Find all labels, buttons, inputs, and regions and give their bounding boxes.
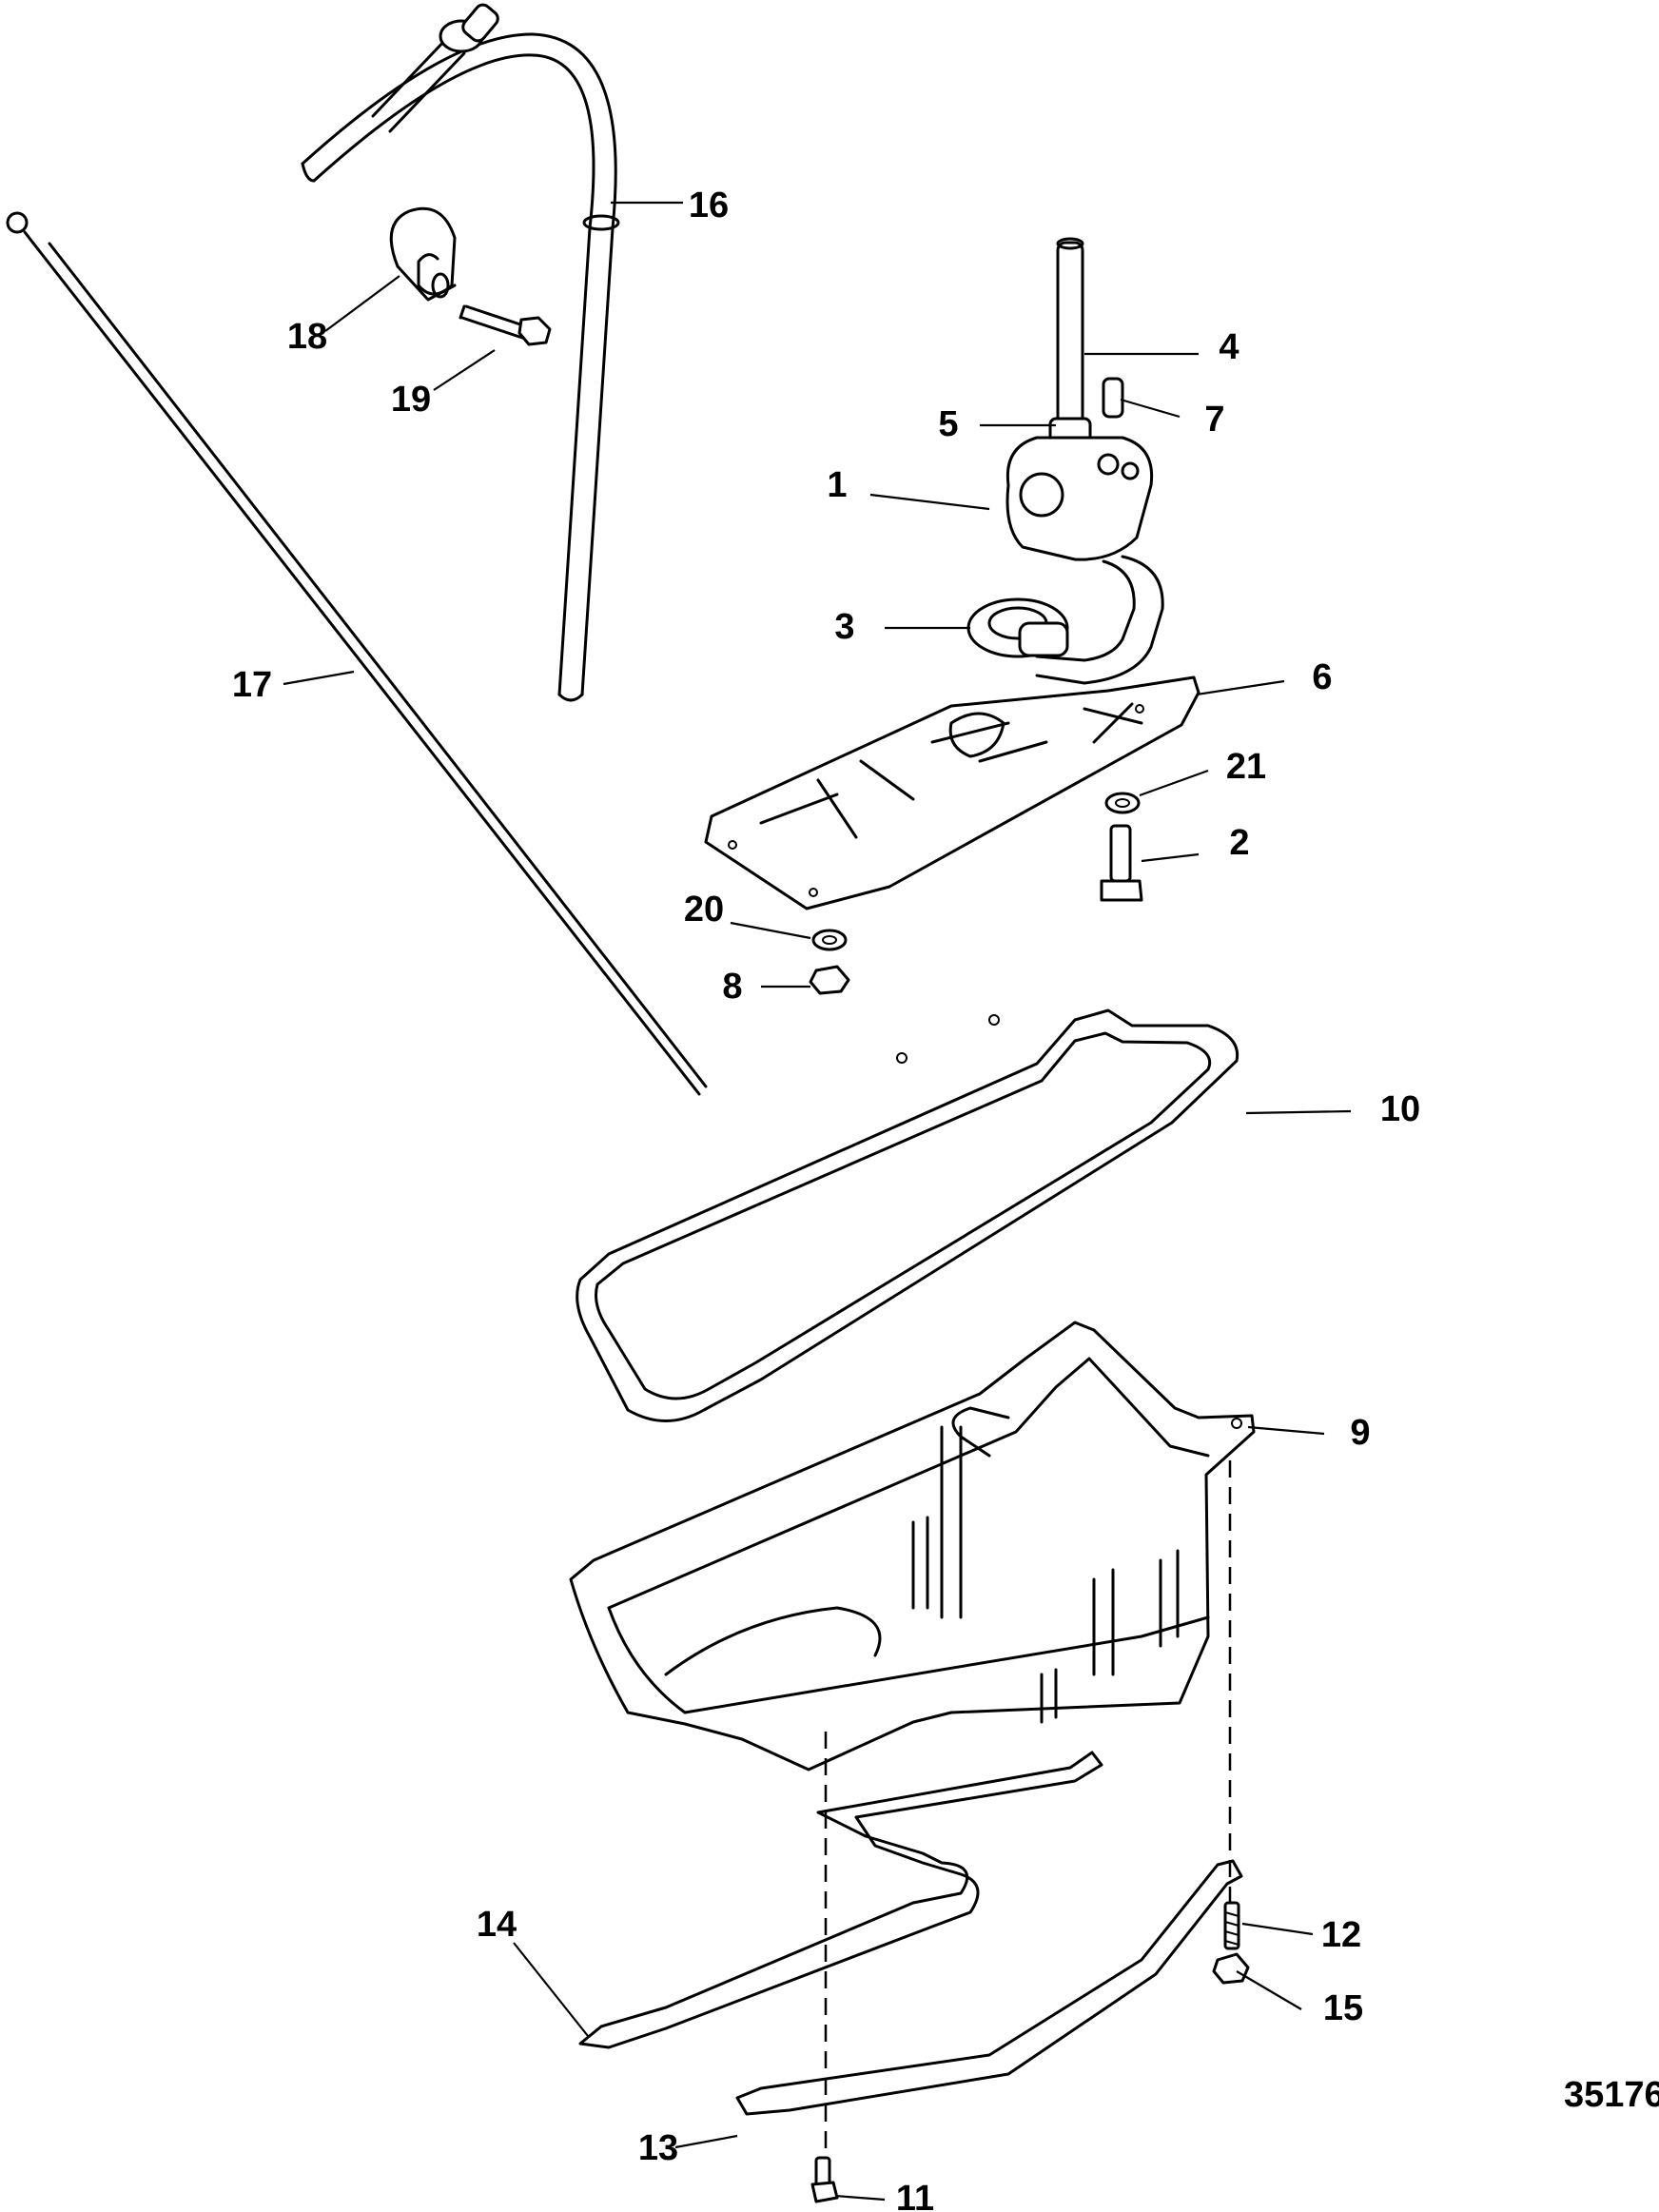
small-fasteners bbox=[809, 792, 1143, 995]
callout-17: 17 bbox=[232, 665, 272, 705]
callout-18: 18 bbox=[287, 317, 327, 357]
figure-number: 35176 bbox=[1564, 2075, 1659, 2115]
lower-fasteners bbox=[810, 1901, 1250, 2203]
tube-clip bbox=[389, 206, 457, 302]
callout-3: 3 bbox=[834, 607, 854, 647]
oil-pan-gasket bbox=[576, 1008, 1239, 1422]
callout-2: 2 bbox=[1229, 823, 1249, 863]
callout-1: 1 bbox=[827, 465, 847, 505]
assembly-lines bbox=[824, 1460, 1232, 2155]
callout-9: 9 bbox=[1350, 1413, 1370, 1453]
callout-5: 5 bbox=[938, 404, 958, 444]
callout-21: 21 bbox=[1226, 747, 1266, 787]
callout-19: 19 bbox=[391, 380, 431, 420]
callout-7: 7 bbox=[1204, 400, 1224, 440]
callout-12: 12 bbox=[1321, 1915, 1361, 1955]
clip-bolt bbox=[459, 304, 552, 346]
oil-pan bbox=[569, 1321, 1256, 1772]
oil-pump-assembly bbox=[1005, 237, 1164, 685]
windage-tray bbox=[704, 675, 1200, 910]
callout-10: 10 bbox=[1380, 1089, 1420, 1129]
callout-15: 15 bbox=[1323, 1988, 1363, 2028]
stud-2 bbox=[1109, 824, 1132, 883]
callout-20: 20 bbox=[684, 890, 724, 930]
callout-6: 6 bbox=[1312, 657, 1332, 697]
oil-pickup-screen bbox=[966, 597, 1069, 658]
dipstick-tube bbox=[301, 3, 620, 702]
side-gaskets bbox=[578, 1751, 1243, 2116]
nut-8 bbox=[809, 965, 850, 995]
callout-4: 4 bbox=[1219, 327, 1239, 367]
callout-labels: 1 2 3 4 5 6 7 8 9 10 11 12 13 14 15 16 1… bbox=[232, 186, 1659, 2212]
callout-14: 14 bbox=[477, 1905, 517, 1945]
washer-20 bbox=[811, 929, 848, 951]
callout-8: 8 bbox=[722, 967, 742, 1007]
leader-lines bbox=[283, 201, 1352, 2202]
callout-13: 13 bbox=[638, 2128, 678, 2168]
callout-11: 11 bbox=[896, 2179, 934, 2212]
dipstick bbox=[6, 211, 708, 1096]
washer-21 bbox=[1104, 792, 1141, 814]
callout-16: 16 bbox=[689, 186, 729, 225]
